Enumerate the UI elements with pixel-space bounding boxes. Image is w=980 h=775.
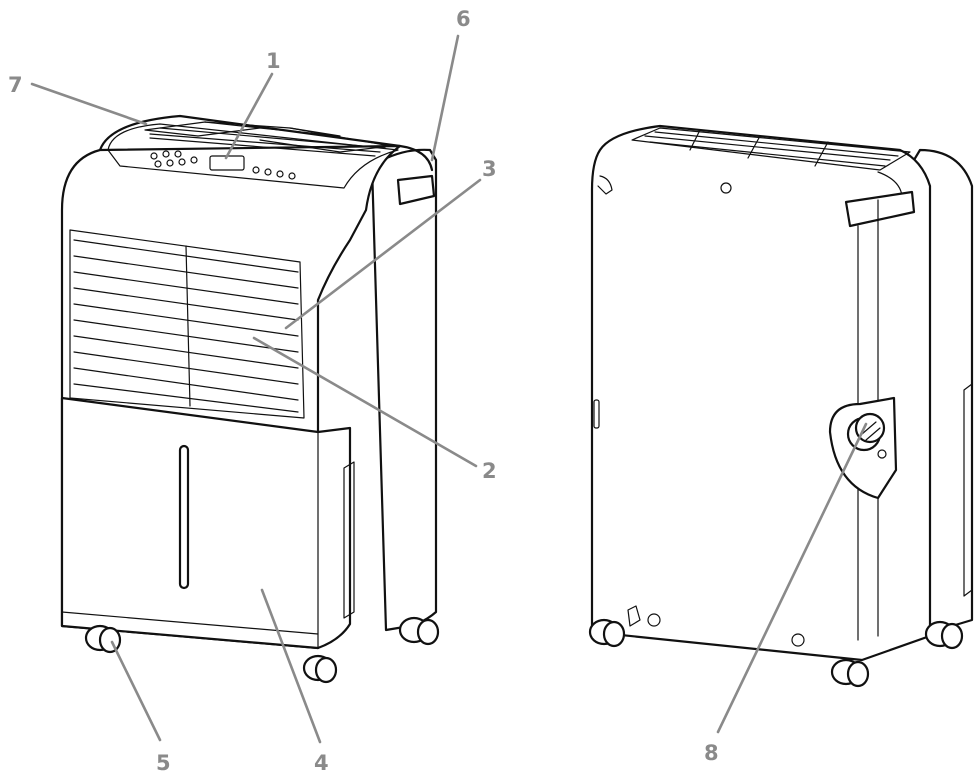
rear-view-unit [588,124,974,688]
callout-3: 3 [482,157,497,181]
callout-5: 5 [156,751,171,775]
leader-2 [252,336,478,468]
front-view-unit [60,114,440,684]
leader-8 [716,422,868,734]
callout-8: 8 [704,741,719,765]
leader-3 [284,178,482,330]
leader-7 [30,82,148,126]
callout-7: 7 [8,73,23,97]
callout-1: 1 [266,49,281,73]
leader-lines [30,34,868,744]
leader-1 [224,72,274,160]
callout-6: 6 [456,7,471,31]
leader-6 [430,34,460,162]
callout-2: 2 [482,459,497,483]
leader-5 [110,640,162,742]
callout-4: 4 [314,751,329,775]
callout-numbers: 1 2 3 4 5 6 7 8 [8,7,719,775]
leader-4 [260,588,322,744]
